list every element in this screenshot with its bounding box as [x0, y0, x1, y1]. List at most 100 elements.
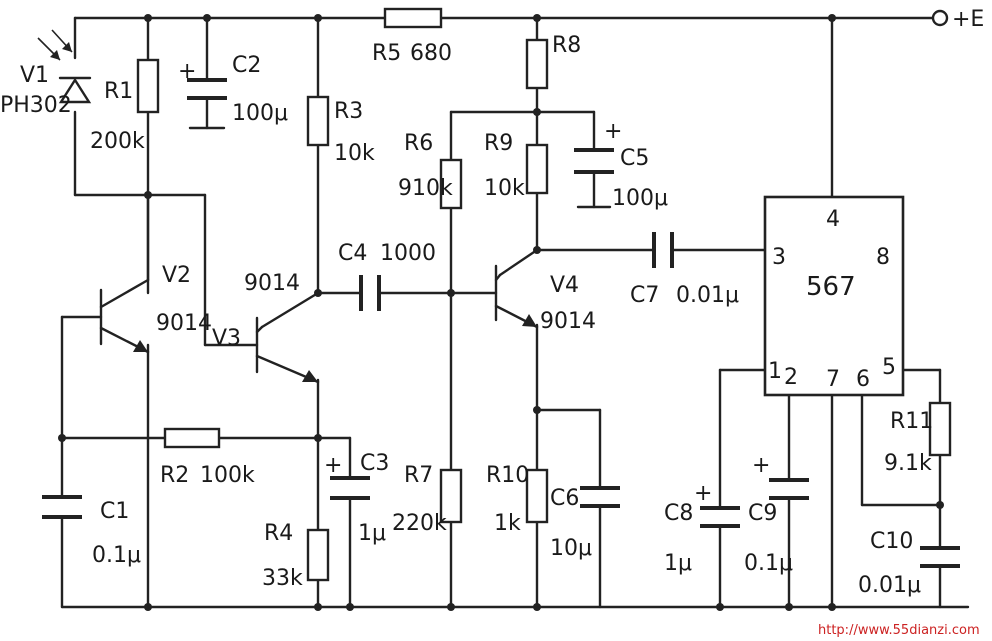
r2-value: 100k: [200, 463, 255, 488]
resistor-r9: [525, 143, 549, 195]
c8-plus: +: [694, 481, 712, 506]
c3-plus: +: [324, 453, 342, 478]
resistor-r2: [163, 427, 221, 449]
junction-dot: [828, 14, 836, 22]
r1-value: 200k: [90, 129, 145, 154]
junction-dot: [533, 108, 541, 116]
r11-ref: R11: [890, 409, 933, 434]
junction-dot: [314, 14, 322, 22]
capacitors: C1 0.1μ + C2 100μ + C3 1μ C4 1000 + C5 1…: [42, 53, 960, 598]
junction-dot: [936, 501, 944, 509]
c2-value: 100μ: [232, 101, 288, 126]
ic-pin-7: 7: [826, 367, 840, 392]
c9-plus: +: [752, 453, 770, 478]
r1-ref: R1: [104, 79, 133, 104]
r6-ref: R6: [404, 131, 433, 156]
r10-value: 1k: [494, 511, 521, 536]
v3-part: 9014: [244, 271, 300, 296]
junctions: [58, 14, 944, 611]
c1-ref: C1: [100, 499, 129, 524]
transistor-v4: V4 9014: [494, 264, 596, 334]
c2-ref: C2: [232, 53, 261, 78]
r4-ref: R4: [264, 521, 293, 546]
c6-value: 10μ: [550, 536, 592, 561]
r11-value: 9.1k: [884, 451, 932, 476]
junction-dot: [314, 289, 322, 297]
r5-value: 680: [410, 41, 452, 66]
r7-value: 220k: [392, 511, 447, 536]
c8-ref: C8: [664, 501, 693, 526]
c7-ref: C7: [630, 283, 659, 308]
v2-part: 9014: [156, 311, 212, 336]
ic-pin-1: 1: [768, 359, 782, 384]
v4-emitter-arrow-icon: [522, 314, 537, 327]
r9-ref: R9: [484, 131, 513, 156]
c4-value: 1000: [380, 241, 436, 266]
resistor-r7: [439, 468, 463, 524]
ic-pin-4: 4: [826, 207, 840, 232]
c3-ref: C3: [360, 451, 389, 476]
r4-value: 33k: [262, 566, 303, 591]
ic-body: [763, 195, 905, 397]
c8-value: 1μ: [664, 551, 692, 576]
junction-dot: [346, 603, 354, 611]
r2-ref: R2: [160, 463, 189, 488]
resistor-r4: [306, 528, 330, 582]
junction-dot: [314, 434, 322, 442]
resistors: R1 200k R2 100k R3 10k R4 33k R5 680 R6 …: [90, 7, 952, 591]
c1-value: 0.1μ: [92, 543, 141, 568]
wires: [60, 16, 970, 609]
v3-emitter-arrow-icon: [302, 370, 318, 382]
r3-value: 10k: [334, 141, 375, 166]
c3-value: 1μ: [358, 521, 386, 546]
resistor-r10: [525, 468, 549, 524]
r6-value: 910k: [398, 176, 453, 201]
light-arrows-icon: [37, 29, 73, 61]
ic-pin-3: 3: [772, 245, 786, 270]
junction-dot: [785, 603, 793, 611]
v1-ref: V1: [20, 63, 49, 88]
resistor-r11: [928, 401, 952, 457]
junction-dot: [533, 246, 541, 254]
c4-ref: C4: [338, 241, 367, 266]
c7-value: 0.01μ: [676, 283, 739, 308]
v4-ref: V4: [550, 273, 579, 298]
junction-dot: [144, 603, 152, 611]
r10-ref: R10: [486, 463, 529, 488]
v2-ref: V2: [162, 263, 191, 288]
resistor-r8: [525, 38, 549, 90]
v4-part: 9014: [540, 309, 596, 334]
junction-dot: [716, 603, 724, 611]
c5-value: 100μ: [612, 186, 668, 211]
terminal-circle: [931, 9, 949, 27]
junction-dot: [447, 289, 455, 297]
junction-dot: [533, 603, 541, 611]
r8-ref: R8: [552, 33, 581, 58]
c5-ref: C5: [620, 146, 649, 171]
r9-value: 10k: [484, 176, 525, 201]
supply-terminal: +E: [931, 7, 984, 32]
ic-pin-2: 2: [784, 365, 798, 390]
r3-ref: R3: [334, 99, 363, 124]
c2-plus: +: [178, 59, 196, 84]
junction-dot: [533, 406, 541, 414]
resistor-r6: [439, 158, 463, 210]
c10-ref: C10: [870, 529, 913, 554]
junction-dot: [533, 14, 541, 22]
c5-plus: +: [604, 119, 622, 144]
v2-emitter-arrow-icon: [133, 340, 148, 352]
diode-triangle: [58, 77, 92, 104]
ic-pin-5: 5: [882, 355, 896, 380]
junction-dot: [314, 603, 322, 611]
junction-dot: [828, 603, 836, 611]
ic-name: 567: [806, 272, 856, 302]
photodiode-v1: V1 PH302: [0, 29, 92, 118]
junction-dot: [58, 434, 66, 442]
junction-dot: [447, 603, 455, 611]
r5-ref: R5: [372, 41, 401, 66]
v1-part: PH302: [0, 93, 72, 118]
ic-pin-8: 8: [876, 245, 890, 270]
resistor-r1: [136, 58, 160, 114]
c9-ref: C9: [748, 501, 777, 526]
